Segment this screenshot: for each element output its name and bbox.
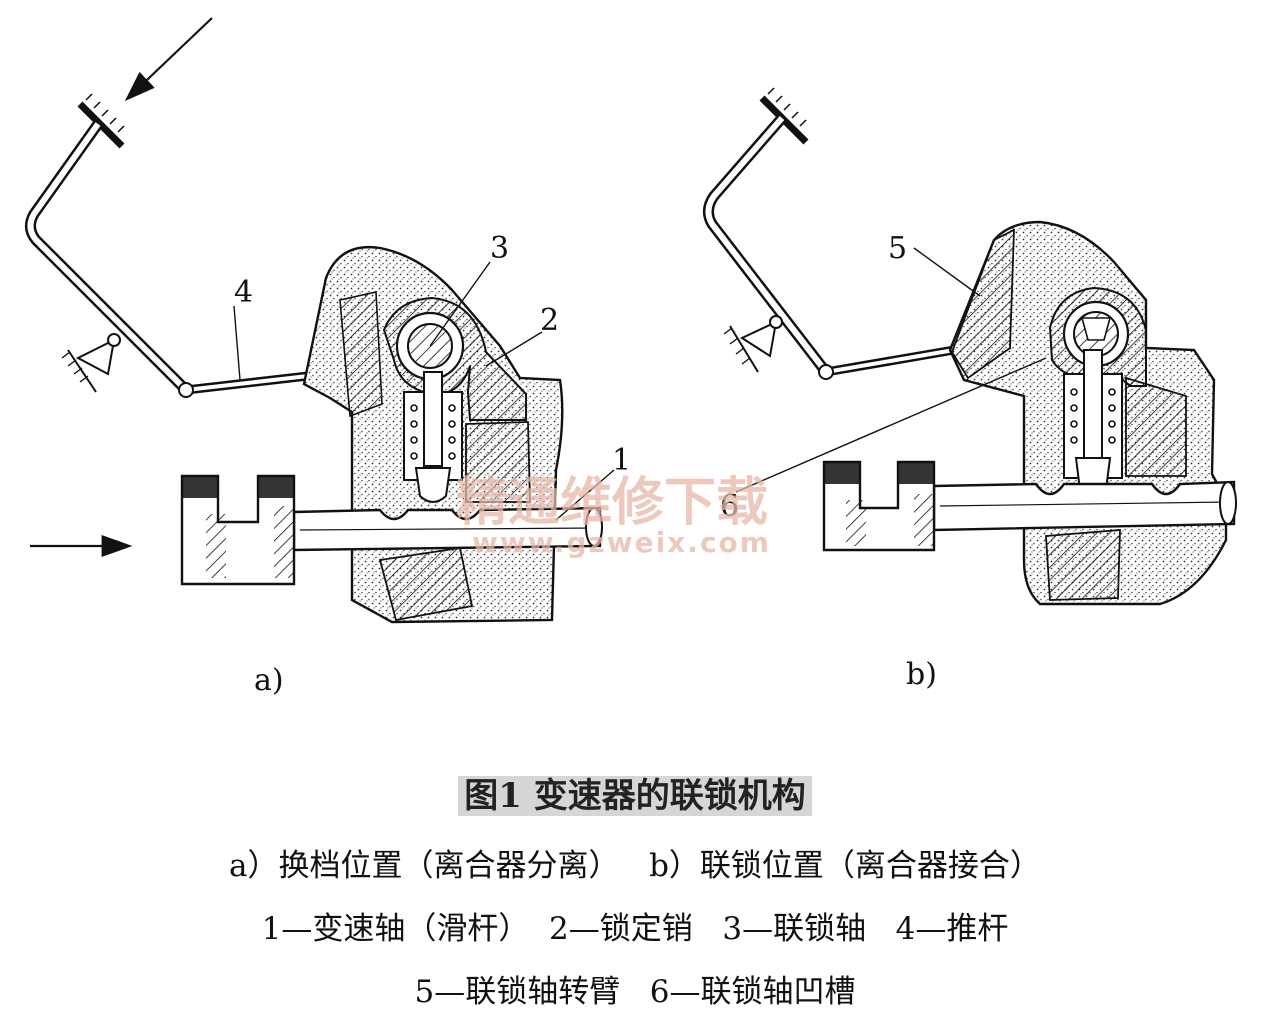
spring	[410, 404, 456, 460]
panel-a-label: a)	[254, 663, 284, 698]
caption-subfigures: a）换档位置（离合器分离） b）联锁位置（离合器接合）	[229, 848, 1041, 884]
caption-legend-1: 1—变速轴（滑杆） 2—锁定销 3—联锁轴 4—推杆	[261, 911, 1009, 947]
shift-fork-block	[180, 474, 296, 586]
panel-a: 4 3 2 1 a)	[25, 17, 631, 698]
panel-b: 5 6 b)	[703, 87, 1237, 692]
watermark-url: www.gzweix.com	[472, 526, 771, 559]
shift-shaft	[292, 506, 603, 552]
watermark: 精通维修下载 www.gzweix.com	[456, 473, 771, 559]
pedal-pivot-b	[723, 315, 783, 373]
callout-1: 1	[612, 443, 631, 478]
callout-4: 4	[234, 275, 253, 310]
pedal-pivot	[61, 333, 121, 393]
panel-b-label: b)	[906, 657, 937, 692]
pedal-pad	[77, 93, 125, 149]
callout-5: 5	[888, 231, 907, 266]
callout-2: 2	[540, 303, 559, 338]
pedal-force-arrow	[124, 17, 213, 102]
lock-pin	[423, 371, 443, 467]
callout-6: 6	[720, 489, 739, 524]
interlock-mechanism-figure: 4 3 2 1 a)	[25, 17, 1237, 698]
caption-title-text: 图1 变速器的联锁机构	[458, 776, 812, 816]
caption-legend-2: 5—联锁轴转臂 6—联锁轴凹槽	[414, 974, 856, 1010]
callout-3: 3	[490, 231, 509, 266]
figure-caption-title: 图1 变速器的联锁机构	[0, 768, 1270, 817]
shift-shaft-b	[932, 480, 1237, 532]
shift-fork-block-b	[822, 460, 936, 552]
watermark-text: 精通维修下载	[456, 473, 768, 533]
interlock-arm	[951, 228, 1015, 380]
